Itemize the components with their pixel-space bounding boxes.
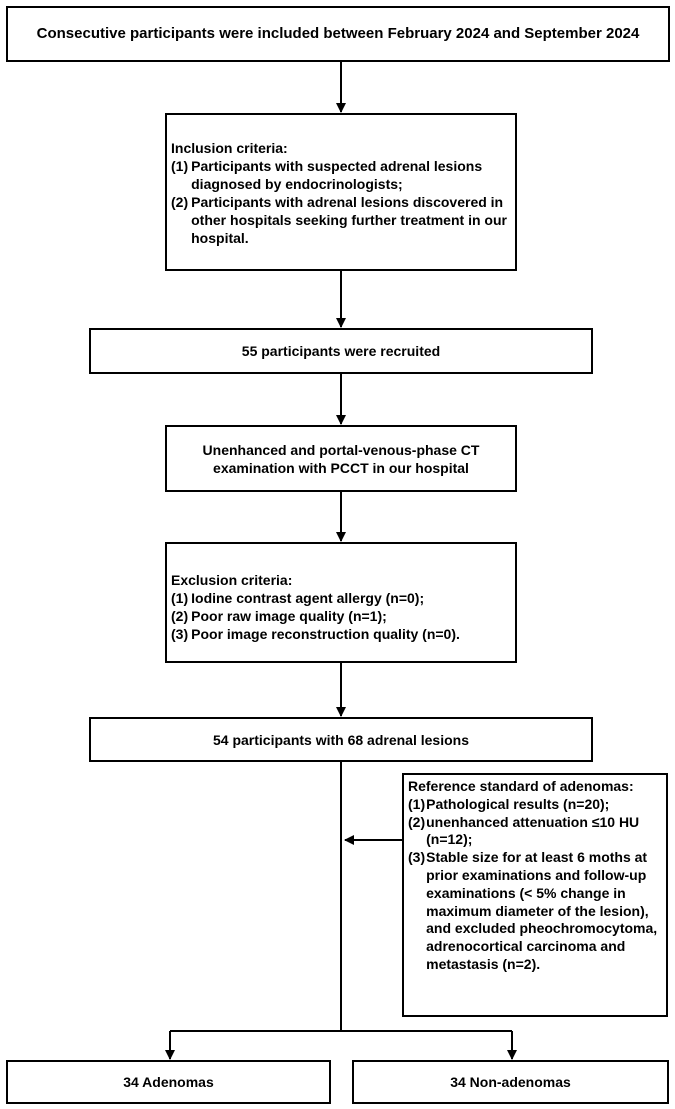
reference-item-1: (1) Pathological results (n=20); [408, 795, 610, 812]
box-ct-examination: Unenhanced and portal-venous-phase CT ex… [165, 425, 517, 492]
inclusion-item-1: (1) Participants with suspected adrenal … [171, 158, 483, 192]
box-reference-standard: Reference standard of adenomas: (1) Path… [402, 773, 668, 1017]
reference-title: Reference standard of adenomas: [408, 778, 634, 794]
box-consecutive-participants: Consecutive participants were included b… [6, 6, 670, 62]
lesions-text: 54 participants with 68 adrenal lesions [213, 731, 469, 748]
reference-item-3: (3) Stable size for at least 6 moths at … [408, 849, 658, 972]
recruited-text: 55 participants were recruited [241, 343, 441, 359]
box-non-adenomas: 34 Non-adenomas [352, 1060, 669, 1104]
box-exclusion-criteria: Exclusion criteria: (1) Iodine contrast … [165, 542, 517, 663]
reference-item-2: (2) unenhanced attenuation ≤10 HU (n=12)… [408, 813, 640, 848]
inclusion-title: Inclusion criteria: [171, 140, 288, 156]
box-inclusion-criteria: Inclusion criteria: (1) Participants wit… [165, 113, 517, 271]
exclusion-item-2: (2) Poor raw image quality (n=1); [171, 608, 387, 624]
box-participants-recruited: 55 participants were recruited [89, 328, 593, 374]
box-adrenal-lesions: 54 participants with 68 adrenal lesions [89, 717, 593, 762]
box-adenomas: 34 Adenomas [6, 1060, 331, 1104]
consecutive-participants-text: Consecutive participants were included b… [36, 25, 640, 42]
exclusion-item-3: (3) Poor image reconstruction quality (n… [171, 626, 460, 642]
exclusion-item-1: (1) Iodine contrast agent allergy (n=0); [171, 590, 425, 606]
non-adenomas-text: 34 Non-adenomas [450, 1074, 571, 1090]
adenomas-text: 34 Adenomas [123, 1074, 214, 1090]
inclusion-item-2: (2) Participants with adrenal lesions di… [171, 194, 507, 246]
ct-text: Unenhanced and portal-venous-phase CT ex… [202, 441, 480, 476]
exclusion-title: Exclusion criteria: [171, 572, 293, 588]
